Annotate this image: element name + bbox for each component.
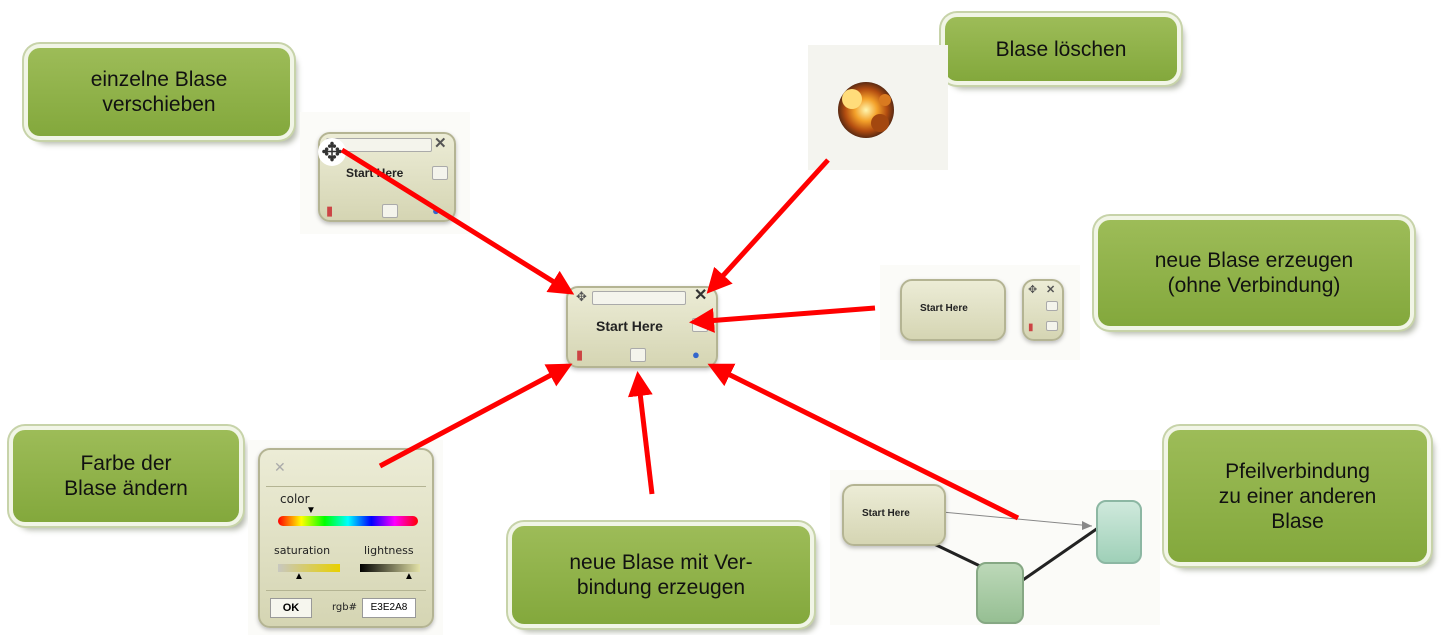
lightness-marker-icon[interactable]: ▲ [404,571,414,582]
central-color-icon[interactable]: ▮ [576,347,584,362]
move-example-connect-icon[interactable] [382,204,398,218]
toolbar-new-icon[interactable] [1046,301,1058,311]
arrow-move [340,147,575,295]
rgb-input[interactable]: E3E2A8 [362,598,416,618]
central-link-icon[interactable]: ● [692,347,700,362]
explosion-panel [808,45,948,170]
callout-color: Farbe der Blase ändern [13,430,239,522]
new-unconnected-bubble: Start Here [900,279,1006,341]
toolbar-color-icon[interactable]: ▮ [1028,322,1034,333]
new-unconnected-toolbar: ✥ ✕ ▮ [1022,279,1064,341]
color-picker-panel: ✕ color ▼ saturation lightness ▲ ▲ OK rg… [248,440,443,635]
arrow-color [378,363,573,469]
arrow-new-unconnected [689,305,876,333]
saturation-label: saturation [274,544,331,557]
central-connected-bubble-icon[interactable] [630,348,646,362]
callout-arrow-link: Pfeilverbindung zu einer anderen Blase [1168,430,1427,562]
central-move-icon[interactable]: ✥ [576,289,587,304]
link-line-2 [1019,526,1099,584]
color-label: color [280,492,310,506]
move-example-color-icon[interactable]: ▮ [326,203,334,218]
callout-move: einzelne Blase verschieben [28,48,290,136]
arrow-link-source-bubble: Start Here [842,484,946,546]
lightness-label: lightness [364,544,414,557]
toolbar-connect-icon[interactable] [1046,321,1058,331]
saturation-marker-icon[interactable]: ▲ [294,571,304,582]
arrow-link-child-bubble [976,562,1024,624]
color-picker-close-icon[interactable]: ✕ [274,459,286,475]
arrow-link-panel: Start Here [830,470,1160,625]
central-bubble[interactable]: ✥ ✕ Start Here ▮ ● [566,286,718,368]
new-unconnected-title: Start Here [920,303,968,314]
callout-new-connected: neue Blase mit Ver- bindung erzeugen [512,526,810,624]
callout-delete: Blase löschen [945,17,1177,81]
callout-new-unconnected: neue Blase erzeugen (ohne Verbindung) [1098,220,1410,326]
hue-marker-icon[interactable]: ▼ [306,505,316,516]
color-picker-divider-bottom [266,590,426,591]
explosion-icon [838,82,894,138]
lightness-slider[interactable] [360,564,420,572]
color-hue-slider[interactable] [278,516,418,526]
arrow-link-source-title: Start Here [862,508,910,519]
central-close-icon[interactable]: ✕ [694,287,708,304]
new-unconnected-panel: Start Here ✥ ✕ ▮ [880,265,1080,360]
color-picker-dialog: ✕ color ▼ saturation lightness ▲ ▲ OK rg… [258,448,434,628]
rgb-label: rgb# [332,602,358,613]
link-arrowhead [1082,521,1092,530]
toolbar-move-icon[interactable]: ✥ [1028,284,1038,296]
arrow-link [707,363,1020,521]
saturation-slider[interactable] [278,564,340,572]
move-example-close-icon[interactable]: ✕ [434,135,447,152]
color-picker-divider [266,486,426,487]
arrow-delete [706,158,830,294]
toolbar-close-icon[interactable]: ✕ [1046,284,1056,296]
ok-button[interactable]: OK [270,598,312,618]
arrow-link-target-bubble [1096,500,1142,564]
move-example-new-icon[interactable] [432,166,448,180]
arrow-new-connected [627,371,655,495]
central-title: Start Here [596,318,663,334]
central-titlebar [592,291,686,305]
